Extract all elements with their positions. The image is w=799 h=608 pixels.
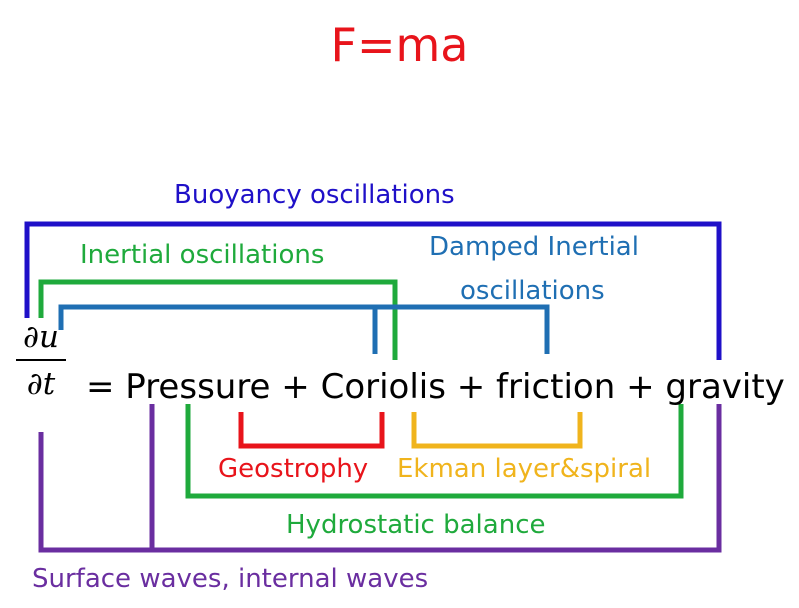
partial-derivative: ∂u ∂t: [10, 322, 72, 400]
geostrophy-bracket: [238, 412, 385, 449]
waves-bracket: [38, 404, 722, 553]
hydrostatic-label: Hydrostatic balance: [286, 510, 546, 540]
derivative-numerator: ∂u: [23, 319, 59, 355]
equation-rhs: = Pressure + Coriolis + friction + gravi…: [86, 367, 785, 407]
hydrostatic-bracket: [185, 404, 684, 499]
buoyancy-label: Buoyancy oscillations: [174, 180, 455, 210]
inertial-bracket: [38, 279, 398, 360]
buoyancy-bracket: [24, 221, 722, 360]
geostrophy-label: Geostrophy: [218, 454, 369, 484]
ekman-label: Ekman layer&spiral: [397, 454, 652, 484]
derivative-denominator: ∂t: [26, 366, 56, 402]
damped-inertial-bracket: [58, 304, 550, 354]
damped-inertial-label-line2: oscillations: [460, 276, 605, 306]
ekman-bracket: [411, 412, 583, 449]
waves-label: Surface waves, internal waves: [32, 564, 429, 594]
fraction-bar: [16, 359, 66, 361]
inertial-label: Inertial oscillations: [80, 240, 325, 270]
slide-title: F=ma: [330, 18, 469, 72]
damped-inertial-label-line1: Damped Inertial: [429, 232, 639, 262]
